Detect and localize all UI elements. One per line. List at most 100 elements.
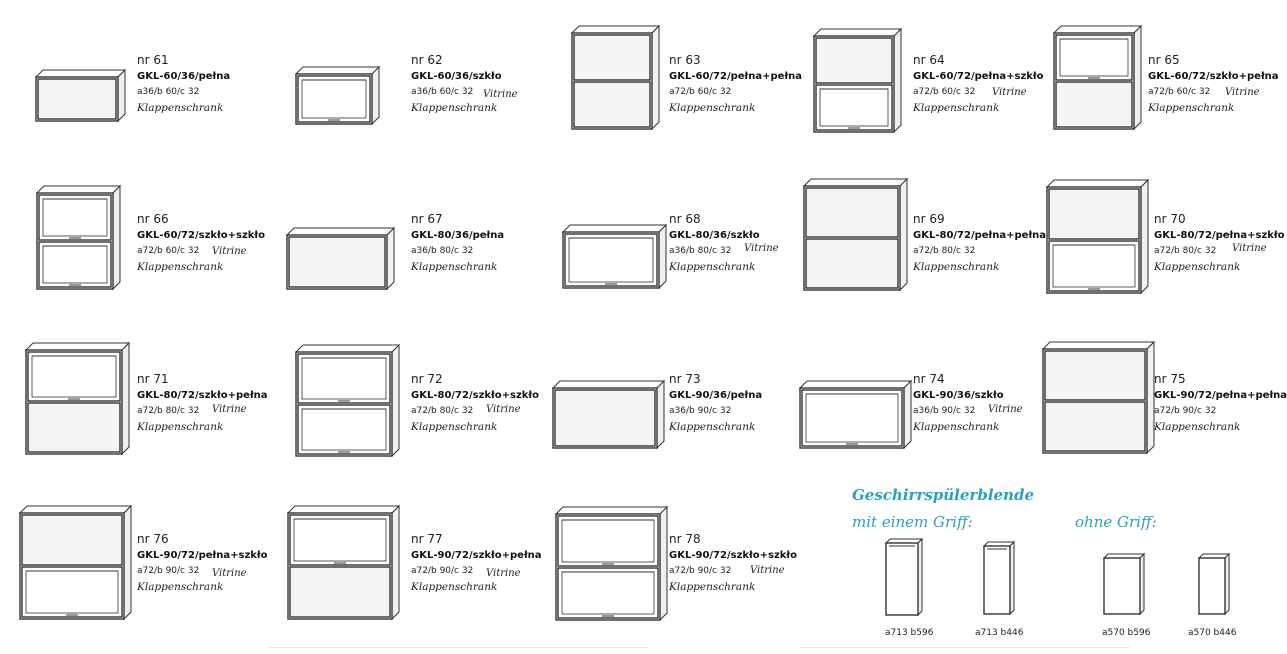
vitrine-label: Vitrine: [1225, 87, 1260, 98]
panel-with-handle-icon: [982, 540, 1016, 616]
cabinet-dimensions: a72/b 90/c 32: [669, 566, 732, 576]
cabinet-type: Klappenschrank: [137, 581, 224, 593]
cabinet-code: GKL-90/72/pełna+pełna: [1154, 390, 1287, 401]
cabinet-type: Klappenschrank: [669, 102, 756, 114]
cabinet-info: nr 68 GKL-80/36/szkło a36/b 80/c 32 Klappen…: [669, 213, 760, 273]
cabinet-code: GKL-80/36/pełna: [411, 230, 505, 241]
cabinet-code: GKL-80/72/pełna+szkło: [1154, 230, 1285, 241]
cabinet-code: GKL-90/72/pełna+szkło: [137, 550, 268, 561]
cabinet-drawing-icon: [802, 177, 909, 292]
panel-without-handle-icon: [1102, 552, 1146, 616]
cabinet-info: nr 72 GKL-80/72/szkło+szkło a72/b 80/c 32 K…: [411, 373, 539, 433]
cabinet-dimensions: a36/b 60/c 32: [137, 87, 200, 97]
panel-label: a570 b596: [1102, 628, 1151, 638]
cabinet-code: GKL-60/72/szkło+pełna: [1148, 71, 1279, 82]
cabinet-code: GKL-80/72/szkło+szkło: [411, 390, 540, 401]
cabinet-drawing-icon: [812, 27, 903, 134]
cabinet-dimensions: a72/b 90/c 32: [137, 566, 200, 576]
vitrine-label: Vitrine: [212, 404, 247, 415]
cabinet-type: Klappenschrank: [1148, 102, 1235, 114]
cabinet-drawing-icon: [798, 379, 913, 450]
cabinet-number: nr 74: [913, 372, 945, 386]
cabinet-dimensions: a72/b 90/c 32: [1154, 406, 1217, 416]
cabinet-dimensions: a72/b 60/c 32: [669, 87, 732, 97]
vitrine-label: Vitrine: [744, 243, 779, 254]
cabinet-info: nr 67 GKL-80/36/pełna a36/b 80/c 32 Klappen…: [411, 213, 504, 273]
cabinet-drawing-icon: [294, 343, 401, 458]
cabinet-number: nr 72: [411, 372, 443, 386]
cabinet-number: nr 71: [137, 372, 169, 386]
cabinet-dimensions: a72/b 80/c 32: [137, 406, 200, 416]
cabinet-type: Klappenschrank: [669, 261, 756, 273]
cabinet-drawing-icon: [35, 184, 122, 291]
cabinet-dimensions: a72/b 80/c 32: [411, 406, 474, 416]
cabinet-number: nr 66: [137, 212, 169, 226]
cabinet-drawing-icon: [18, 504, 133, 621]
cabinet-code: GKL-90/36/szkło: [913, 390, 1004, 401]
cabinet-code: GKL-80/72/szkło+pełna: [137, 390, 268, 401]
cabinet-code: GKL-90/72/szkło+pełna: [411, 550, 542, 561]
cabinet-drawing-icon: [286, 504, 401, 621]
cabinet-dimensions: a72/b 90/c 32: [411, 566, 474, 576]
vitrine-label: Vitrine: [486, 568, 521, 579]
cabinet-code: GKL-90/36/pełna: [669, 390, 763, 401]
cabinet-number: nr 64: [913, 53, 945, 67]
cabinet-number: nr 65: [1148, 53, 1180, 67]
vitrine-label: Vitrine: [988, 404, 1023, 415]
cabinet-dimensions: a36/b 80/c 32: [669, 246, 732, 256]
cabinet-type: Klappenschrank: [411, 102, 498, 114]
cabinet-drawing-icon: [34, 68, 127, 123]
vitrine-label: Vitrine: [212, 246, 247, 257]
cabinet-code: GKL-60/36/szkło: [411, 71, 502, 82]
cabinet-drawing-icon: [1052, 24, 1143, 131]
cabinet-dimensions: a72/b 80/c 32: [913, 246, 976, 256]
cabinet-number: nr 70: [1154, 212, 1186, 226]
cabinet-number: nr 62: [411, 53, 443, 67]
panel-label: a570 b446: [1188, 628, 1237, 638]
cabinet-type: Klappenschrank: [669, 421, 756, 433]
cabinet-dimensions: a72/b 80/c 32: [1154, 246, 1217, 256]
cabinet-drawing-icon: [24, 341, 131, 456]
cabinet-dimensions: a72/b 60/c 32: [1148, 87, 1211, 97]
cabinet-drawing-icon: [285, 226, 396, 291]
cabinet-number: nr 67: [411, 212, 443, 226]
cabinet-type: Klappenschrank: [137, 261, 224, 273]
vitrine-label: Vitrine: [486, 404, 521, 415]
vitrine-label: Vitrine: [483, 89, 518, 100]
without-handle-heading: ohne Griff:: [1075, 513, 1157, 531]
cabinet-drawing-icon: [551, 379, 666, 450]
cabinet-dimensions: a36/b 80/c 32: [411, 246, 474, 256]
panel-label: a713 b596: [885, 628, 934, 638]
cabinet-dimensions: a72/b 60/c 32: [137, 246, 200, 256]
cabinet-code: GKL-90/72/szkło+szkło: [669, 550, 798, 561]
cabinet-type: Klappenschrank: [669, 581, 756, 593]
cabinet-dimensions: a72/b 60/c 32: [913, 87, 976, 97]
with-handle-heading: mit einem Griff:: [852, 513, 973, 531]
cabinet-code: GKL-80/36/szkło: [669, 230, 760, 241]
panel-label: a713 b446: [975, 628, 1024, 638]
divider: [268, 647, 648, 648]
cabinet-type: Klappenschrank: [411, 421, 498, 433]
cabinet-info: nr 65 GKL-60/72/szkło+pełna a72/b 60/c 32 K…: [1148, 54, 1279, 114]
cabinet-drawing-icon: [294, 65, 381, 126]
panel-with-handle-icon: [884, 537, 924, 617]
cabinet-number: nr 75: [1154, 372, 1186, 386]
cabinet-code: GKL-60/72/pełna+szkło: [913, 71, 1044, 82]
cabinet-drawing-icon: [561, 223, 668, 290]
cabinet-number: nr 68: [669, 212, 701, 226]
cabinet-type: Klappenschrank: [411, 261, 498, 273]
cabinet-number: nr 63: [669, 53, 701, 67]
cabinet-drawing-icon: [554, 505, 669, 622]
cabinet-code: GKL-60/36/pełna: [137, 71, 231, 82]
cabinet-type: Klappenschrank: [913, 421, 1000, 433]
cabinet-drawing-icon: [570, 24, 661, 131]
